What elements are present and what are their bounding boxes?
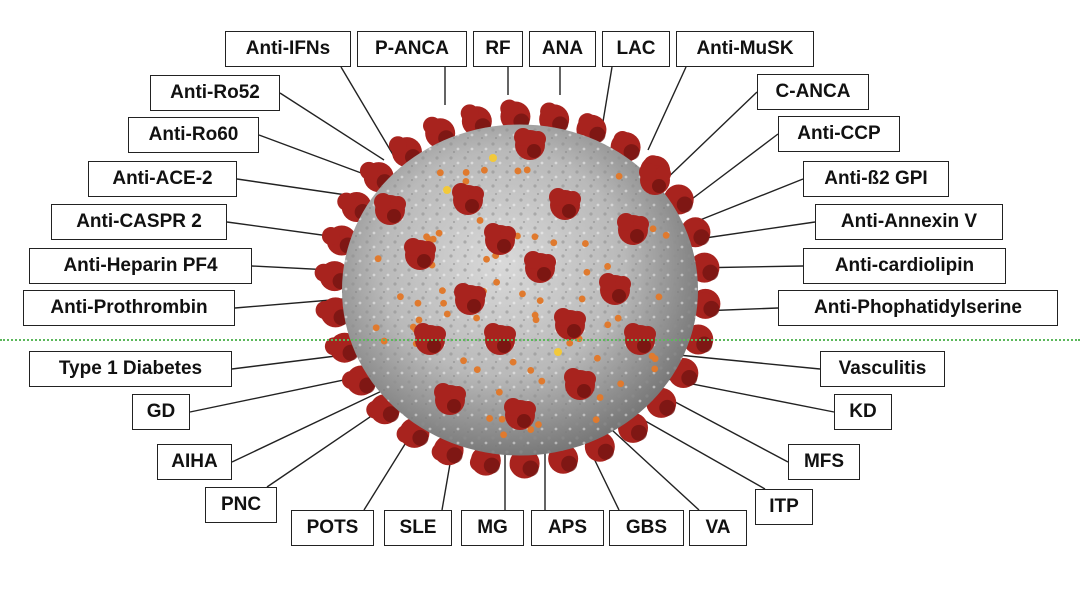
label-mfs: MFS <box>788 444 860 480</box>
spike-protein <box>661 184 694 215</box>
leader-line-anti-ro60 <box>258 134 381 181</box>
label-anti-caspr-2: Anti-CASPR 2 <box>51 204 227 240</box>
leader-line-anti-b2-gpi <box>699 178 804 221</box>
spike-protein <box>504 398 536 430</box>
label-anti-prothrombin: Anti-Prothrombin <box>23 290 235 326</box>
label-anti-ifns: Anti-IFNs <box>225 31 351 67</box>
upper-lower-divider <box>0 339 1080 341</box>
leader-line-anti-annexin-v <box>704 221 816 239</box>
leader-line-itp <box>639 417 766 490</box>
label-anti-ro60: Anti-Ro60 <box>128 117 259 153</box>
label-aps: APS <box>531 510 604 546</box>
label-type-1-diabetes: Type 1 Diabetes <box>29 351 232 387</box>
leader-line-anti-musk <box>647 66 687 151</box>
label-rf: RF <box>473 31 523 67</box>
label-gd: GD <box>132 394 190 430</box>
leader-line-va <box>611 429 700 511</box>
label-anti-phophatidylserine: Anti-Phophatidylserine <box>778 290 1058 326</box>
spike-protein <box>564 368 596 400</box>
label-c-anca: C-ANCA <box>757 74 869 110</box>
label-gbs: GBS <box>609 510 684 546</box>
spike-protein <box>599 273 631 305</box>
spike-protein <box>524 251 556 283</box>
label-anti-ccp: Anti-CCP <box>778 116 900 152</box>
label-p-anca: P-ANCA <box>357 31 467 67</box>
spike-protein <box>434 383 466 415</box>
label-anti-b2-gpi: Anti-ß2 GPI <box>803 161 949 197</box>
label-anti-cardiolipin: Anti-cardiolipin <box>803 248 1006 284</box>
coronavirus-particle-icon <box>314 99 721 479</box>
label-va: VA <box>689 510 747 546</box>
label-kd: KD <box>834 394 892 430</box>
spike-protein <box>549 188 581 220</box>
spike-protein <box>452 183 484 215</box>
spike-protein <box>639 163 671 195</box>
label-lac: LAC <box>602 31 670 67</box>
leader-line-aiha <box>231 387 389 463</box>
label-sle: SLE <box>384 510 452 546</box>
leader-line-anti-ace-2 <box>236 178 361 198</box>
leader-line-anti-ccp <box>679 133 779 209</box>
spike-protein <box>374 193 406 225</box>
spike-protein <box>514 128 546 160</box>
label-aiha: AIHA <box>157 444 232 480</box>
spike-protein <box>454 283 486 315</box>
label-vasculitis: Vasculitis <box>820 351 945 387</box>
leader-line-c-anca <box>659 91 758 186</box>
spike-protein <box>554 308 586 340</box>
spike-protein <box>617 213 649 245</box>
spike-protein <box>484 223 516 255</box>
leader-line-anti-ro52 <box>279 92 385 161</box>
label-anti-ro52: Anti-Ro52 <box>150 75 280 111</box>
label-anti-musk: Anti-MuSK <box>676 31 814 67</box>
leader-line-mfs <box>661 394 789 463</box>
label-itp: ITP <box>755 489 813 525</box>
label-pnc: PNC <box>205 487 277 523</box>
leader-line-anti-ifns <box>340 66 396 159</box>
label-ana: ANA <box>529 31 596 67</box>
surface-spikes <box>374 128 671 430</box>
label-pots: POTS <box>291 510 374 546</box>
label-anti-ace-2: Anti-ACE-2 <box>88 161 237 197</box>
label-anti-annexin-v: Anti-Annexin V <box>815 204 1003 240</box>
label-mg: MG <box>461 510 524 546</box>
spike-protein <box>404 238 436 270</box>
label-anti-heparin-pf4: Anti-Heparin PF4 <box>29 248 252 284</box>
